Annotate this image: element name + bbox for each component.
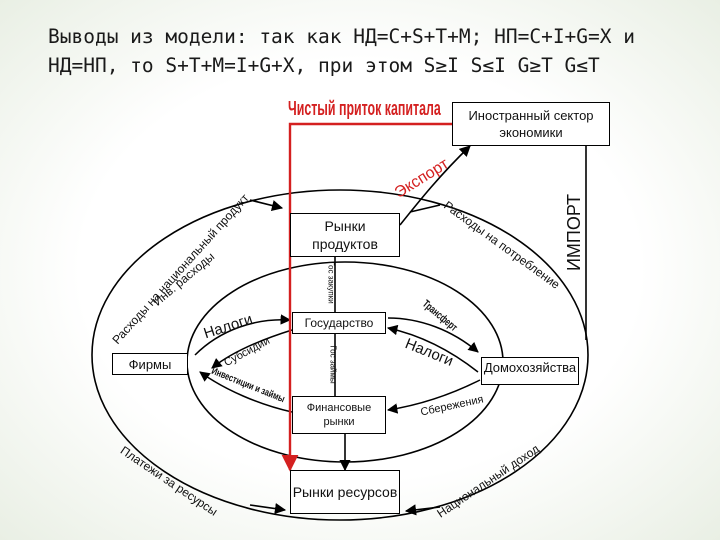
outer-flow-ellipse <box>91 189 589 521</box>
arrow-transfers <box>387 317 479 353</box>
gov-purchases-label: Гос закупки <box>326 261 336 304</box>
capital-inflow-label: Чистый приток капитала <box>288 98 441 120</box>
arrow-taxes-firms <box>194 314 292 356</box>
foreign-sector-box[interactable]: Иностранный сектор экономики <box>452 102 610 146</box>
product-markets-box[interactable]: Рынки продуктов <box>290 213 400 257</box>
capital-inflow-line <box>281 122 452 472</box>
arrow-outer-bottom-right <box>404 504 441 516</box>
arrow-outer-top-right <box>409 204 441 213</box>
arrow-subsidies <box>211 329 293 369</box>
gov-loans-label: Гос займы <box>328 345 338 384</box>
export-arrow <box>399 145 471 226</box>
government-box[interactable]: Государство <box>292 312 386 334</box>
product-markets-label: Рынки продуктов <box>312 218 378 252</box>
arrow-taxes-households <box>386 324 479 373</box>
import-label: ИМПОРТ <box>564 193 585 272</box>
resource-markets-label: Рынки ресурсов <box>292 484 398 500</box>
title-line-1: Выводы из модели: так как НД=C+S+T+M; НП… <box>48 25 635 48</box>
arrow-outer-bottom-left <box>249 503 287 515</box>
firms-label: Фирмы <box>128 356 172 372</box>
firms-box[interactable]: Фирмы <box>112 353 188 375</box>
foreign-sector-label: Иностранный сектор экономики <box>468 108 594 140</box>
slide-title: Выводы из модели: так как НД=C+S+T+M; НП… <box>48 22 708 80</box>
government-label: Государство <box>304 316 374 330</box>
title-line-2: НД=НП, то S+T+M=I+G+X, при этом S≥I S≤I … <box>48 54 600 77</box>
households-label: Домохозяйства <box>483 360 577 375</box>
arrow-savings <box>386 379 481 414</box>
arrow-outer-top-left <box>249 199 284 211</box>
arrow-investment-loans <box>199 371 293 413</box>
financial-markets-label: Финансовые рынки <box>306 402 372 428</box>
financial-markets-box[interactable]: Финансовые рынки <box>292 396 386 434</box>
resource-markets-box[interactable]: Рынки ресурсов <box>290 470 400 514</box>
households-box[interactable]: Домохозяйства <box>481 357 579 385</box>
